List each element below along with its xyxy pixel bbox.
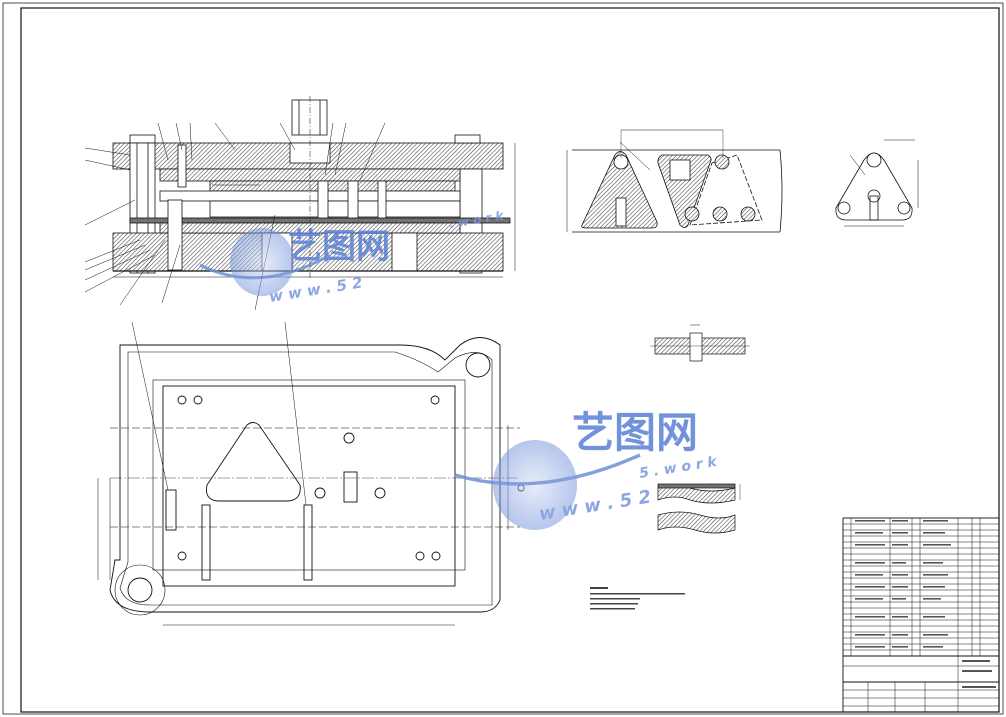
title-block	[842, 517, 1000, 713]
title-block-text-marks	[855, 520, 996, 688]
strip-layout-view	[566, 129, 783, 233]
inner-frame	[20, 7, 1000, 713]
watermark-url-mid-right: 5 . w o r k	[638, 454, 719, 482]
watermark-left: 艺图网 w w w . 5 2 . w o r k	[199, 208, 505, 306]
die-plan-view	[97, 321, 525, 626]
section-detail-b	[657, 483, 741, 534]
technical-notes	[590, 587, 685, 610]
section-detail-a	[650, 324, 750, 362]
watermark-brand-left: 艺图网	[288, 227, 390, 267]
part-drawing	[835, 139, 919, 227]
watermark-brand-right: 艺图网	[572, 408, 698, 457]
die-front-section-view	[84, 96, 516, 311]
